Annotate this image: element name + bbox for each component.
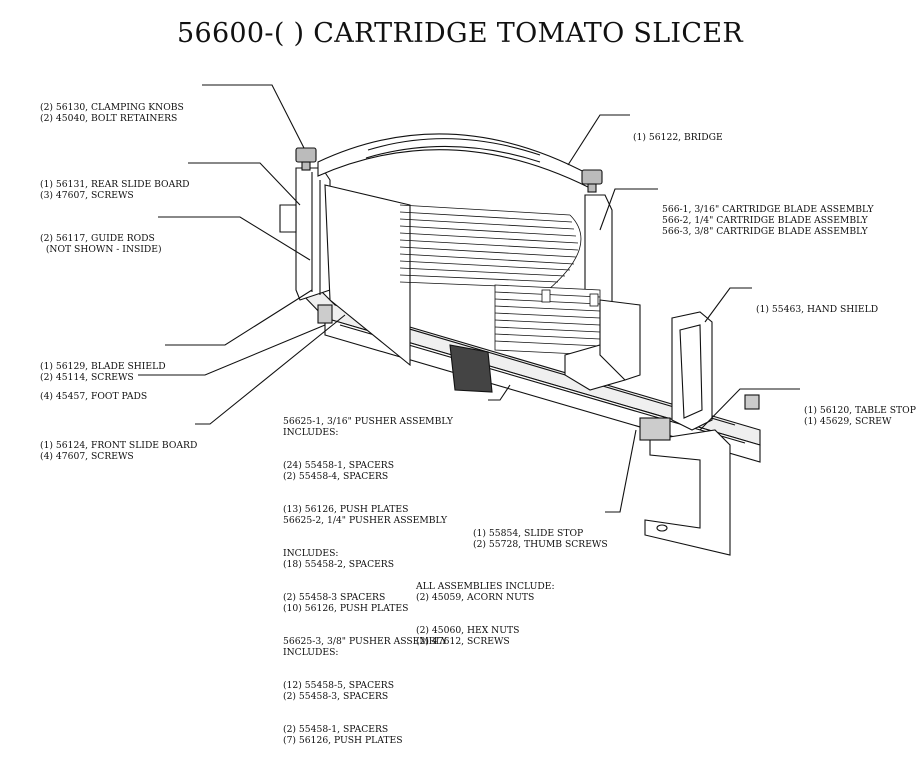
leader-line (138, 324, 326, 376)
leader-line (188, 162, 301, 206)
leader-line (158, 216, 311, 261)
leader-line (202, 84, 305, 149)
leader-line (699, 388, 800, 431)
label-foot-pads: (4) 45457, FOOT PADS (40, 391, 148, 402)
label-front-slide-board: (1) 56124, FRONT SLIDE BOARD(4) 47607, S… (40, 440, 198, 462)
bridge (317, 133, 591, 189)
label-table-stop: (1) 56120, TABLE STOP(1) 45629, SCREW (804, 405, 916, 427)
slide-stop (449, 344, 493, 393)
label-bridge: (1) 56122, BRIDGE (633, 132, 723, 143)
leader-line (599, 188, 658, 231)
label-clamping-knobs: (2) 56130, CLAMPING KNOBS(2) 45040, BOLT… (40, 102, 184, 124)
leader-line (488, 384, 511, 401)
foot-pad (317, 304, 333, 324)
pusher-assembly (494, 284, 601, 356)
label-rear-slide-board: (1) 56131, REAR SLIDE BOARD(3) 47607, SC… (40, 179, 190, 201)
blade-shield (324, 184, 411, 367)
label-all-assemblies: ALL ASSEMBLIES INCLUDE:(2) 45059, ACORN … (416, 581, 555, 647)
foot-pad (744, 394, 760, 410)
hand-shield (671, 311, 713, 431)
label-guide-rods: (2) 56117, GUIDE RODS (NOT SHOWN - INSID… (40, 233, 162, 255)
clamping-knob-right (581, 169, 603, 193)
table-stop (639, 417, 731, 556)
leader-line (704, 287, 752, 323)
page-title: 56600-( ) CARTRIDGE TOMATO SLICER (177, 18, 743, 49)
leader-line (195, 314, 346, 425)
label-slide-stop: (1) 55854, SLIDE STOP(2) 55728, THUMB SC… (473, 528, 608, 550)
leader-line (165, 289, 313, 346)
label-hand-shield: (1) 55463, HAND SHIELD (756, 304, 879, 315)
rear-frame (279, 167, 331, 301)
label-blade-shield: (1) 56129, BLADE SHIELD(2) 45114, SCREWS (40, 361, 166, 383)
clamping-knob-left (295, 147, 317, 171)
cartridge-blades (399, 204, 582, 291)
slicer-drawing (138, 84, 800, 556)
leader-line (567, 114, 630, 166)
leader-line (605, 429, 637, 513)
